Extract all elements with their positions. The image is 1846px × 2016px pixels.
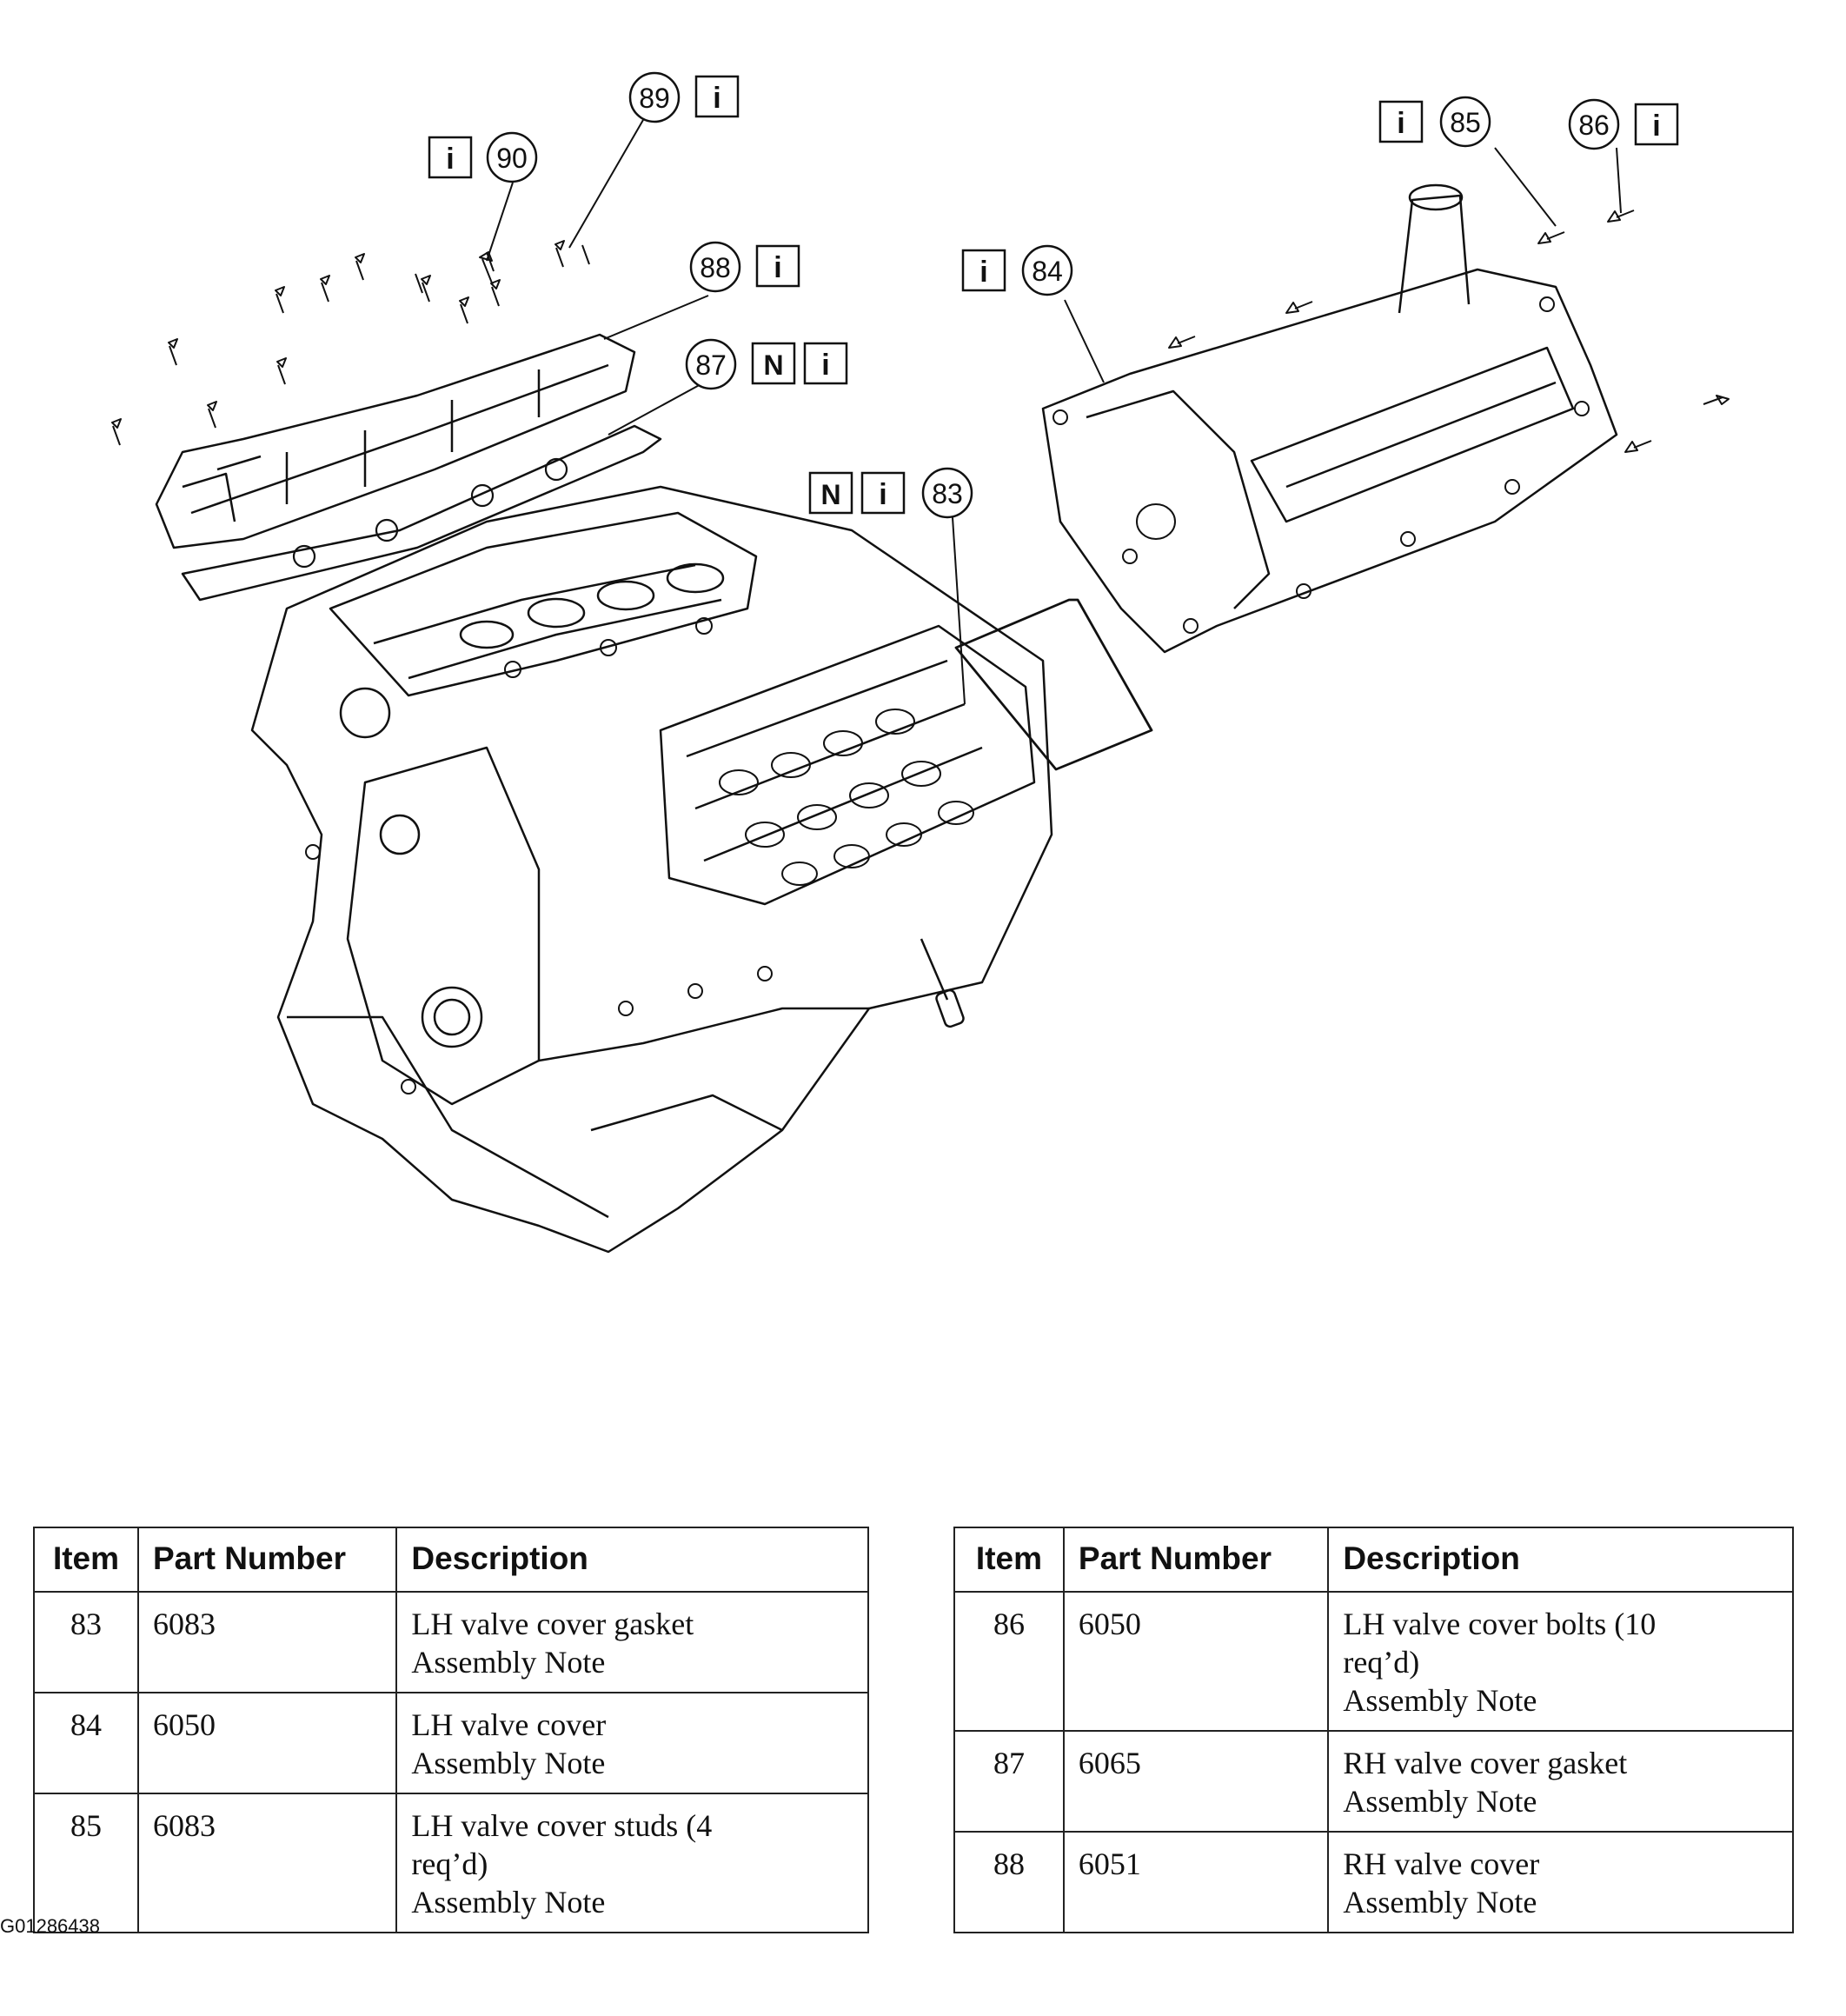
- callout-83: N i 83: [808, 467, 973, 519]
- callout-number: 84: [1032, 256, 1063, 287]
- engine-block: [250, 485, 1053, 1254]
- rh-valve-cover: [155, 333, 636, 549]
- assembly-note-link[interactable]: Assembly Note: [1343, 1784, 1537, 1819]
- header-item: Item: [33, 1527, 139, 1593]
- callout-number: 83: [932, 478, 963, 509]
- lh-valve-cover: [1041, 183, 1618, 654]
- lh-valve-cover-gasket: [954, 598, 1153, 771]
- info-tag: i: [446, 143, 454, 176]
- table-row: 83 6083 LH valve cover gasket Assembly N…: [33, 1591, 869, 1693]
- new-part-tag: N: [820, 479, 840, 510]
- figure-id: G01286438: [0, 1915, 100, 1937]
- description-line: RH valve cover: [1343, 1846, 1540, 1881]
- header-part-number: Part Number: [136, 1527, 398, 1593]
- info-tag: i: [1397, 107, 1404, 140]
- assembly-note-link[interactable]: Assembly Note: [411, 1885, 606, 1920]
- table-header-row: Item Part Number Description: [33, 1527, 869, 1593]
- item-cell: 83: [33, 1591, 139, 1693]
- part-number-cell: 6065: [1062, 1730, 1330, 1833]
- item-cell: 86: [953, 1591, 1065, 1732]
- description-cell: RH valve cover gasket Assembly Note: [1327, 1730, 1794, 1833]
- callout-number: 85: [1450, 107, 1481, 138]
- callout-85: i 85: [1378, 96, 1491, 148]
- parts-table-left: Item Part Number Description 83 6083 LH …: [33, 1527, 869, 1933]
- info-tag: i: [979, 256, 987, 289]
- callout-number: 86: [1578, 110, 1610, 141]
- description-line: LH valve cover studs (4: [411, 1808, 713, 1843]
- info-tag: i: [1652, 110, 1660, 143]
- part-number-cell: 6051: [1062, 1831, 1330, 1933]
- header-item: Item: [953, 1527, 1065, 1593]
- callout-89: 89 i: [628, 71, 740, 123]
- info-tag: i: [713, 82, 720, 115]
- callout-number: 87: [695, 349, 727, 381]
- table-row: 85 6083 LH valve cover studs (4 req’d) A…: [33, 1793, 869, 1933]
- part-number-cell: 6050: [1062, 1591, 1330, 1732]
- assembly-note-link[interactable]: Assembly Note: [411, 1746, 606, 1780]
- table-row: 87 6065 RH valve cover gasket Assembly N…: [953, 1730, 1794, 1833]
- engine-exploded-diagram: 89 i i 90 88 i 87 N i N i 83 i 84 i: [111, 71, 1730, 1254]
- callout-number: 90: [496, 143, 528, 174]
- description-line: req’d): [1343, 1645, 1420, 1680]
- description-cell: RH valve cover Assembly Note: [1327, 1831, 1794, 1933]
- callout-87: 87 N i: [685, 338, 848, 390]
- info-tag: i: [821, 349, 829, 382]
- description-cell: LH valve cover bolts (10 req’d) Assembly…: [1327, 1591, 1794, 1732]
- description-line: RH valve cover gasket: [1343, 1746, 1628, 1780]
- valve-cover-studs-right: [1168, 210, 1730, 453]
- callout-84: i 84: [961, 244, 1073, 296]
- assembly-note-link[interactable]: Assembly Note: [411, 1645, 606, 1680]
- valve-cover-bolts-left: [111, 240, 590, 446]
- rh-valve-cover-gasket: [181, 424, 662, 602]
- item-cell: 88: [953, 1831, 1065, 1933]
- description-cell: LH valve cover gasket Assembly Note: [395, 1591, 869, 1693]
- header-description: Description: [395, 1527, 869, 1593]
- part-number-cell: 6083: [136, 1793, 398, 1933]
- info-tag: i: [774, 251, 781, 284]
- callout-88: 88 i: [689, 241, 800, 293]
- description-line: LH valve cover: [411, 1707, 607, 1742]
- table-row: 88 6051 RH valve cover Assembly Note: [953, 1831, 1794, 1933]
- description-cell: LH valve cover studs (4 req’d) Assembly …: [395, 1793, 869, 1933]
- description-cell: LH valve cover Assembly Note: [395, 1692, 869, 1794]
- part-number-cell: 6050: [136, 1692, 398, 1794]
- parts-table-right: Item Part Number Description 86 6050 LH …: [953, 1527, 1794, 1933]
- table-header-row: Item Part Number Description: [953, 1527, 1794, 1593]
- description-line: req’d): [411, 1846, 488, 1881]
- header-description: Description: [1327, 1527, 1794, 1593]
- item-cell: 85: [33, 1793, 139, 1933]
- header-part-number: Part Number: [1062, 1527, 1330, 1593]
- assembly-note-link[interactable]: Assembly Note: [1343, 1683, 1537, 1718]
- table-row: 86 6050 LH valve cover bolts (10 req’d) …: [953, 1591, 1794, 1732]
- new-part-tag: N: [763, 349, 783, 381]
- info-tag: i: [879, 478, 886, 511]
- description-line: LH valve cover bolts (10: [1343, 1607, 1657, 1641]
- table-row: 84 6050 LH valve cover Assembly Note: [33, 1692, 869, 1794]
- part-number-cell: 6083: [136, 1591, 398, 1693]
- callout-number: 89: [639, 83, 670, 114]
- callout-86: 86 i: [1568, 98, 1679, 150]
- item-cell: 84: [33, 1692, 139, 1794]
- item-cell: 87: [953, 1730, 1065, 1833]
- callout-90: i 90: [428, 131, 538, 183]
- callout-number: 88: [700, 252, 731, 283]
- leader-lines: [486, 119, 1622, 705]
- description-line: LH valve cover gasket: [411, 1607, 694, 1641]
- assembly-note-link[interactable]: Assembly Note: [1343, 1885, 1537, 1920]
